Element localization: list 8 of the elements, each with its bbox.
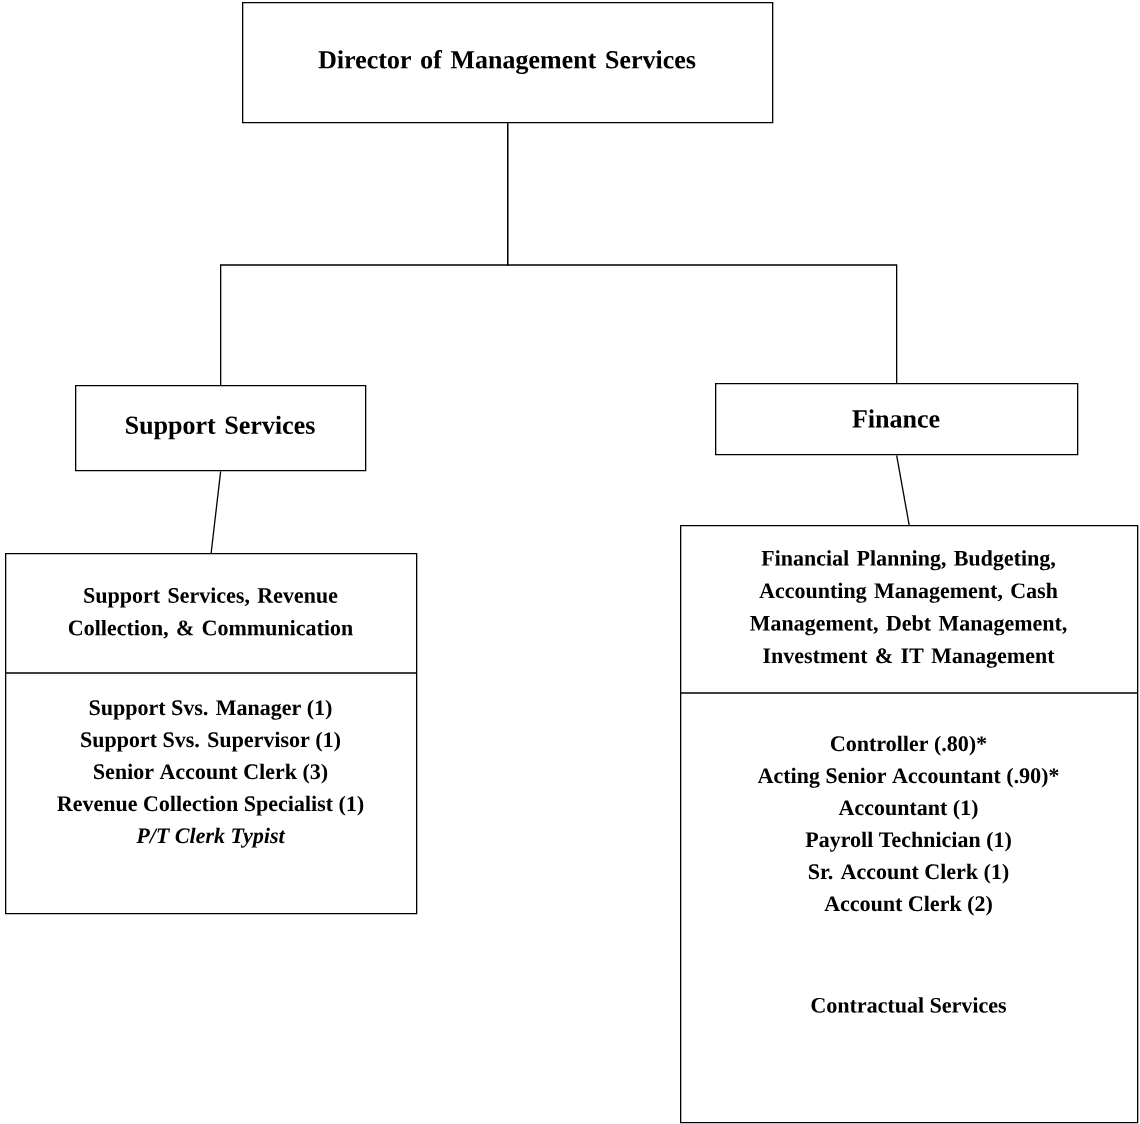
connector-line xyxy=(210,470,222,554)
connector-line xyxy=(507,122,898,384)
director-box: Director of Management Services xyxy=(242,2,774,124)
department-box: Finance xyxy=(715,383,1079,456)
staff-box: Financial Planning, Budgeting, Accounting Management, Cash Management, Debt Management, Investment & IT Management Controller (.80)* Acting Senior Accountant (.90)* Accountant (1) Payroll Technician (1) Sr. Account Clerk (1) Account Clerk (2) Contractual Services xyxy=(679,525,1139,1124)
department-box: Support Services xyxy=(75,385,367,472)
staff-box: Support Services, Revenue Collection, & Communication Support Svs. Manager (1) Support Svs. Supervisor (1) Senior Account Clerk (3) Revenue Collection Specialist (1) P/T Clerk Typist xyxy=(4,553,418,915)
connector-line xyxy=(896,454,910,526)
